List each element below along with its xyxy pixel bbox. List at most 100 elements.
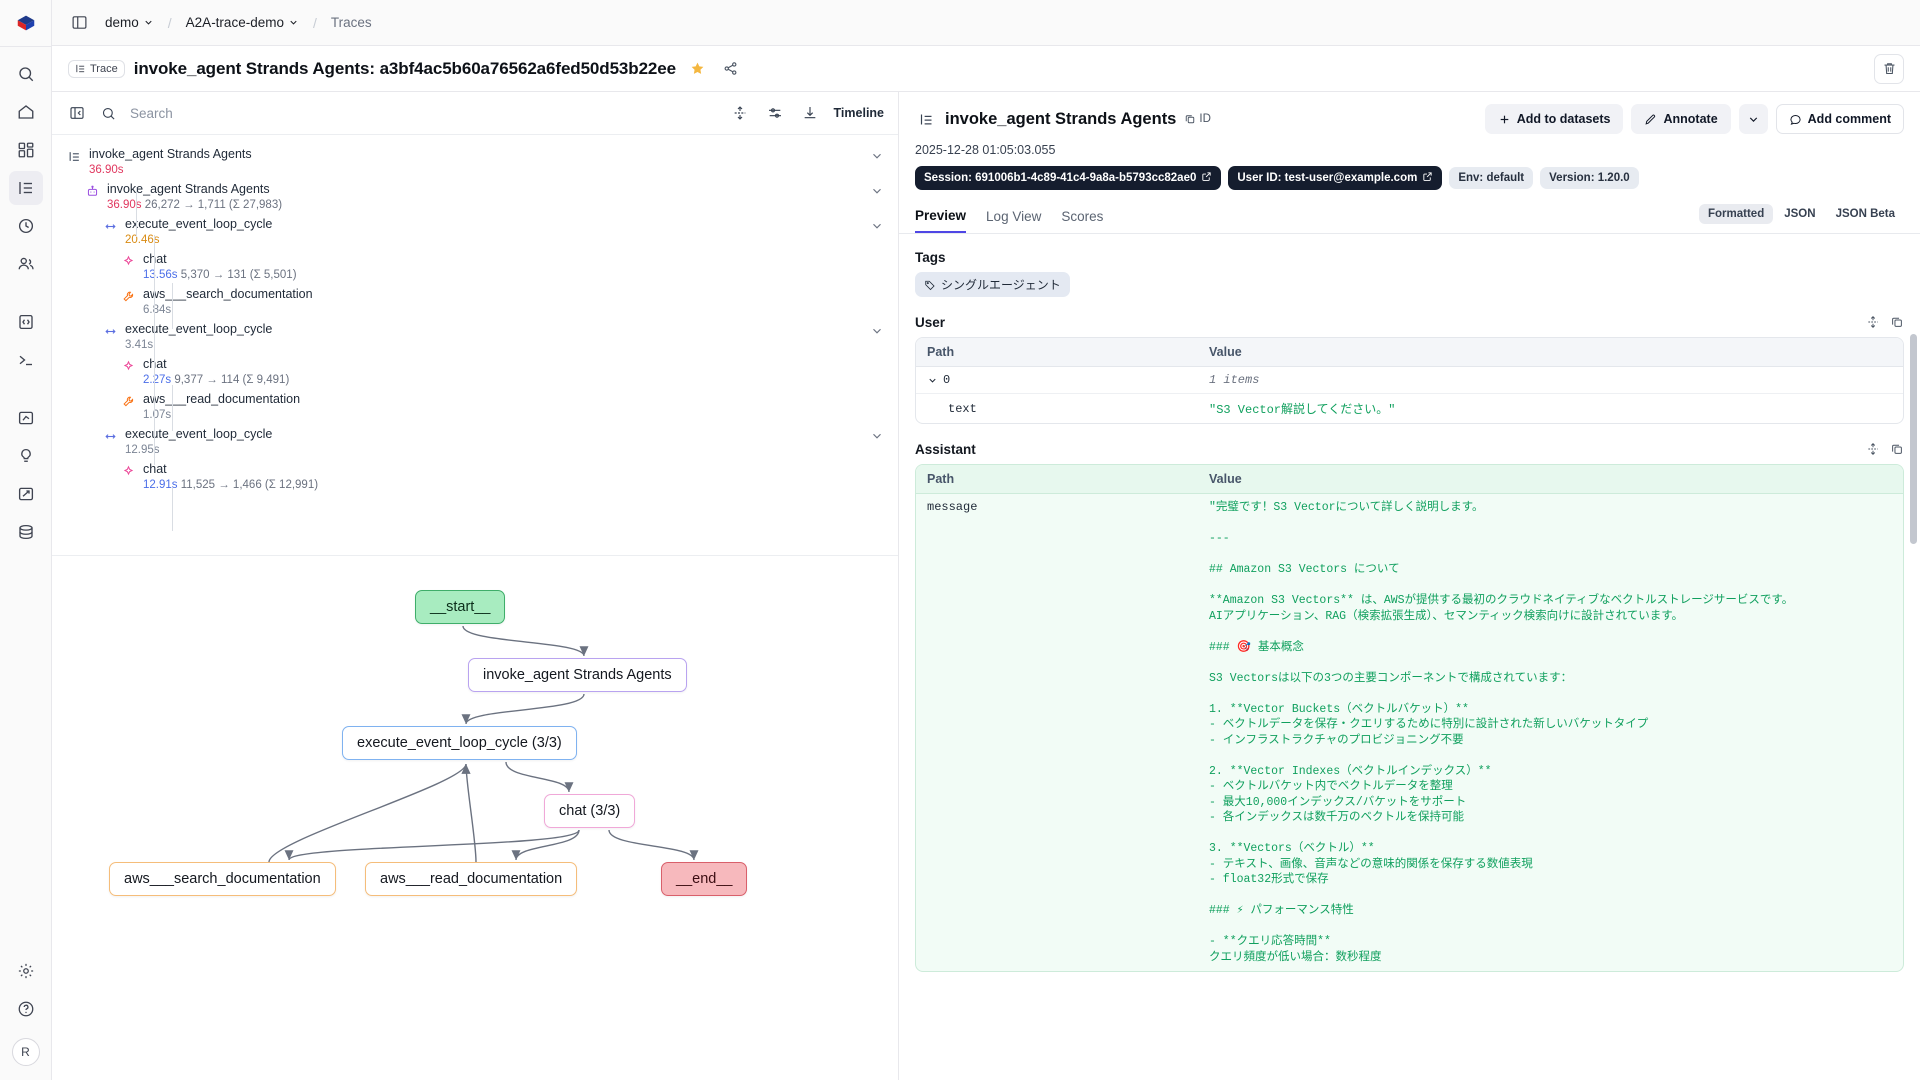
assistant-row-path: message [927, 500, 978, 514]
format-json-beta[interactable]: JSON Beta [1835, 208, 1895, 220]
breadcrumb-project[interactable]: A2A-trace-demo [181, 12, 304, 33]
timeline-toggle[interactable]: Timeline [833, 106, 884, 120]
tree-row-chat2[interactable]: chat2.27s 9,377 → 114 (Σ 9,491) [52, 355, 898, 390]
rail-help-icon[interactable] [9, 992, 43, 1026]
tab-log-view[interactable]: Log View [986, 209, 1042, 224]
assistant-row-value: "完璧です！S3 Vectorについて詳しく説明します。 --- ## Amaz… [1198, 494, 1903, 971]
panel-collapse-icon[interactable] [66, 102, 88, 124]
tree-row-label: invoke_agent Strands Agents [107, 182, 270, 196]
rail-tracing-icon[interactable] [8, 171, 43, 205]
tree-row-chat1[interactable]: chat13.56s 5,370 → 131 (Σ 5,501) [52, 250, 898, 285]
rail-users-icon[interactable] [9, 247, 43, 281]
rail-home-icon[interactable] [9, 95, 43, 129]
observation-chip-0[interactable]: Session: 691006b1-4c89-41c4-9a8a-b5793cc… [915, 166, 1222, 190]
graph-node-start[interactable]: __start__ [415, 590, 506, 624]
sliders-icon[interactable] [764, 102, 786, 124]
generation-icon [120, 358, 136, 374]
tag-pill[interactable]: シングルエージェント [915, 272, 1070, 297]
breadcrumb-org-label: demo [105, 15, 139, 30]
rail-annotation-icon[interactable] [9, 439, 43, 473]
search-icon [97, 102, 119, 124]
tree-row-label: chat [143, 462, 167, 476]
user-expand-icon[interactable] [1866, 315, 1880, 332]
rail-playground-icon[interactable] [9, 343, 43, 377]
table-row[interactable]: message "完璧です！S3 Vectorについて詳しく説明します。 ---… [916, 494, 1903, 971]
graph-edge [284, 829, 580, 861]
sidebar-toggle-icon[interactable] [66, 10, 92, 36]
format-json[interactable]: JSON [1784, 208, 1816, 220]
share-icon[interactable] [718, 57, 742, 81]
graph-node-chat[interactable]: chat (3/3) [544, 794, 636, 828]
external-link-icon [1202, 172, 1211, 181]
table-row[interactable]: 0 1 items [916, 367, 1903, 394]
graph-node-end[interactable]: __end__ [661, 862, 748, 896]
chevron-down-icon[interactable] [870, 429, 884, 443]
observation-chip-1[interactable]: User ID: test-user@example.com [1228, 166, 1443, 190]
rail-icon-list [8, 47, 43, 549]
chevron-down-icon[interactable] [870, 149, 884, 163]
tree-row-label: execute_event_loop_cycle [125, 322, 273, 336]
tree-row-tokens: 5,370 → 131 (Σ 5,501) [177, 269, 297, 281]
rail-dashboards-icon[interactable] [9, 133, 43, 167]
tab-scores[interactable]: Scores [1061, 209, 1104, 224]
tree-connector [172, 283, 173, 329]
breadcrumb-org[interactable]: demo [100, 12, 159, 33]
chevron-down-icon[interactable] [870, 324, 884, 338]
search-input[interactable] [128, 104, 720, 122]
external-link-icon [1423, 172, 1432, 181]
observation-timestamp: 2025-12-28 01:05:03.055 [915, 143, 1056, 157]
annotate-dropdown-button[interactable] [1738, 104, 1768, 134]
app-logo[interactable] [0, 0, 52, 46]
graph-node-agent[interactable]: invoke_agent Strands Agents [468, 658, 687, 692]
trash-icon[interactable] [1874, 53, 1904, 84]
rail-datasets-icon[interactable] [9, 477, 43, 511]
graph-node-loop[interactable]: execute_event_loop_cycle (3/3) [342, 726, 577, 760]
star-icon[interactable] [685, 57, 709, 81]
span-icon [102, 218, 118, 234]
tag-icon [925, 280, 935, 290]
rail-search-icon[interactable] [9, 57, 43, 91]
table-row[interactable]: text "S3 Vector解説してください。" [916, 394, 1903, 423]
trace-left-pane: Timeline invoke_agent Strands Agents36.9… [52, 92, 899, 1080]
tree-row-label: aws___read_documentation [143, 392, 301, 406]
annotate-button[interactable]: Annotate [1631, 104, 1731, 134]
right-pane-scrollbar[interactable] [1910, 334, 1917, 544]
download-icon[interactable] [799, 102, 821, 124]
user-table: Path Value 0 1 items text "S3 [915, 337, 1904, 424]
rail-sessions-icon[interactable] [9, 209, 43, 243]
user-copy-icon[interactable] [1890, 315, 1904, 332]
graph-node-search[interactable]: aws___search_documentation [109, 862, 336, 896]
rail-gear-icon[interactable] [9, 954, 43, 988]
breadcrumb-section[interactable]: Traces [330, 15, 372, 30]
graph-node-read[interactable]: aws___read_documentation [365, 862, 578, 896]
chevron-down-icon [1749, 116, 1757, 122]
assistant-copy-icon[interactable] [1890, 442, 1904, 459]
chevron-down-icon[interactable] [870, 184, 884, 198]
assistant-expand-icon[interactable] [1866, 442, 1880, 459]
add-comment-button[interactable]: Add comment [1775, 104, 1904, 134]
user-avatar[interactable]: R [11, 1038, 40, 1066]
rail-evaluation-icon[interactable] [9, 401, 43, 435]
copy-id-button[interactable]: ID [1184, 113, 1211, 125]
chevron-down-icon[interactable] [870, 219, 884, 233]
tab-preview[interactable]: Preview [915, 201, 967, 233]
add-to-datasets-button[interactable]: Add to datasets [1484, 104, 1624, 134]
assistant-section-header: Assistant [915, 436, 1904, 464]
format-formatted[interactable]: Formatted [1699, 204, 1774, 224]
graph-edge [511, 829, 580, 861]
assistant-col-path: Path [927, 472, 955, 486]
expand-rows-icon[interactable] [729, 102, 751, 124]
rail-prompts-icon[interactable] [9, 305, 43, 339]
rail-database-icon[interactable] [9, 515, 43, 549]
tree-toolbar: Timeline [52, 92, 898, 135]
